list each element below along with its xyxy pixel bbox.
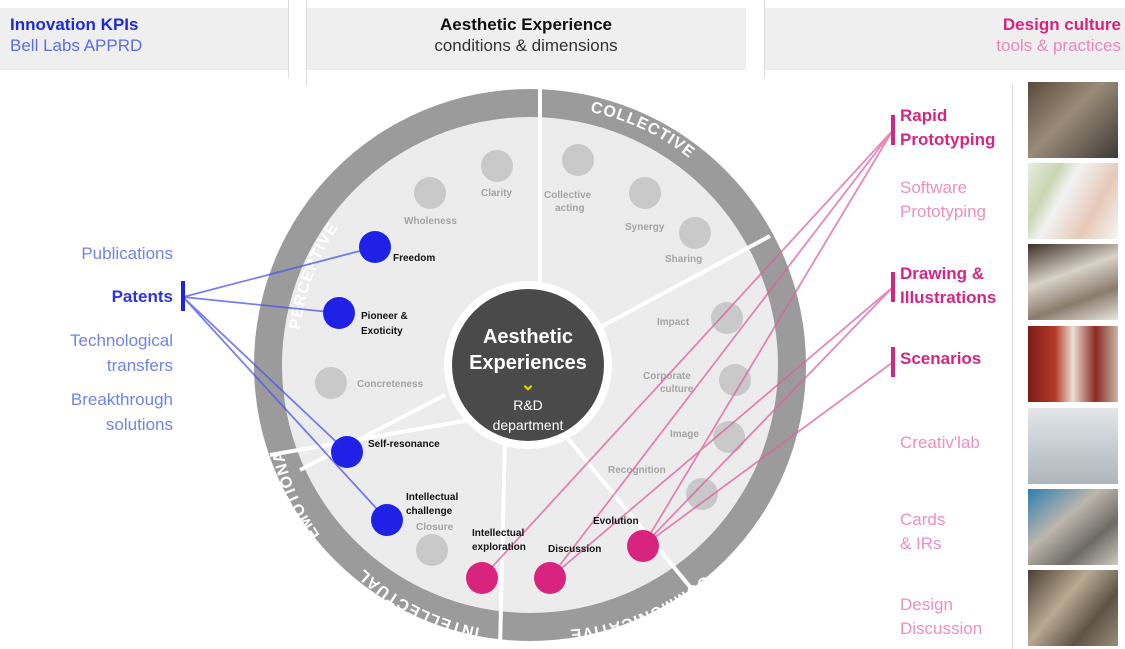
label-concreteness: Concreteness (357, 379, 424, 390)
kpi-breakthrough-solutions: Breakthrough solutions (70, 390, 173, 434)
header-right-band: Design culture tools & practices (765, 8, 1125, 70)
drawing-photo (1028, 244, 1118, 320)
center-subtitle-line1: R&D (513, 397, 543, 413)
header-center-band: Aesthetic Experience conditions & dimens… (306, 8, 746, 70)
center-title-line2: Experiences (469, 352, 587, 374)
label-intellectual-exploration-2: exploration (472, 542, 526, 553)
label-collective-acting-1: Collective (544, 190, 592, 201)
node-self-resonance (331, 436, 363, 468)
tool-cards-irs: Cards & IRs (900, 510, 946, 553)
label-sharing: Sharing (665, 254, 702, 265)
label-freedom: Freedom (393, 253, 435, 264)
center-title-line1: Aesthetic (483, 326, 573, 348)
tools-divider (1012, 84, 1013, 649)
tool-drawing-illustrations: Drawing & Illustrations (900, 264, 997, 307)
label-impact: Impact (657, 317, 690, 328)
cards-photo (1028, 489, 1118, 565)
drawing-anchor-bar (891, 272, 895, 302)
node-recognition (686, 478, 718, 510)
scenarios-photo (1028, 326, 1118, 402)
node-wholeness (414, 177, 446, 209)
node-clarity (481, 150, 513, 182)
kpi-publications: Publications (81, 244, 173, 263)
tool-software-prototyping: Software Prototyping (900, 178, 986, 221)
design-discussion-photo (1028, 570, 1118, 646)
label-discussion: Discussion (548, 544, 601, 555)
node-image (713, 421, 745, 453)
label-intellectual-challenge-2: challenge (406, 506, 453, 517)
tool-connections (481, 129, 894, 579)
node-intellectual-exploration (466, 562, 498, 594)
innovation-kpis-title: Innovation KPIs (10, 15, 139, 34)
design-culture-title: Design culture (1002, 15, 1121, 34)
node-synergy (629, 177, 661, 209)
patents-anchor-bar (181, 281, 185, 311)
rapid-prototyping-photo (1028, 82, 1118, 158)
creativlab-photo (1028, 408, 1118, 484)
label-recognition: Recognition (608, 465, 666, 476)
tool-design-discussion: Design Discussion (900, 595, 983, 638)
aesthetic-experience-title: Aesthetic Experience (440, 15, 612, 34)
node-pioneer-exoticity (323, 297, 355, 329)
header-divider (306, 0, 307, 86)
label-intellectual-exploration-1: Intellectual (472, 528, 524, 539)
conditions-subtitle: conditions & dimensions (434, 36, 618, 55)
node-corporate-culture (719, 364, 751, 396)
center-subtitle-line2: department (493, 417, 564, 433)
label-pioneer-2: Exoticity (361, 326, 403, 337)
label-clarity: Clarity (481, 188, 513, 199)
node-closure (416, 534, 448, 566)
tools-practices-subtitle: tools & practices (996, 36, 1121, 55)
label-evolution: Evolution (593, 516, 639, 527)
center-chevron-icon: ⌄ (520, 374, 535, 394)
node-concreteness (315, 367, 347, 399)
label-corporate-culture-2: culture (660, 384, 694, 395)
label-synergy: Synergy (625, 222, 665, 233)
label-wholeness: Wholeness (404, 216, 457, 227)
rapid-prototyping-anchor-bar (891, 115, 895, 145)
header-divider (288, 0, 289, 78)
header-divider (764, 0, 765, 78)
node-collective-acting (562, 144, 594, 176)
label-pioneer-1: Pioneer & (361, 311, 408, 322)
node-evolution (627, 530, 659, 562)
label-self-resonance: Self-resonance (368, 439, 440, 450)
label-closure: Closure (416, 522, 454, 533)
kpi-patents: Patents (111, 287, 173, 306)
label-image: Image (670, 429, 699, 440)
node-intellectual-challenge (371, 504, 403, 536)
patent-connections (182, 246, 388, 521)
center-disc (452, 289, 604, 441)
tool-creativlab: Creativ'lab (900, 433, 980, 452)
node-impact (711, 302, 743, 334)
kpi-technological-transfers: Technological transfers (69, 331, 173, 375)
scenarios-anchor-bar (891, 347, 895, 377)
node-sharing (679, 217, 711, 249)
node-discussion (534, 562, 566, 594)
label-collective-acting-2: acting (555, 203, 584, 214)
software-prototyping-photo (1028, 163, 1118, 239)
tool-scenarios: Scenarios (900, 349, 982, 368)
tool-rapid-prototyping: Rapid Prototyping (900, 106, 996, 149)
header-left-band: Innovation KPIs Bell Labs APPRD (0, 8, 288, 70)
label-intellectual-challenge-1: Intellectual (406, 492, 458, 503)
node-freedom (359, 231, 391, 263)
bell-labs-subtitle: Bell Labs APPRD (10, 36, 143, 55)
